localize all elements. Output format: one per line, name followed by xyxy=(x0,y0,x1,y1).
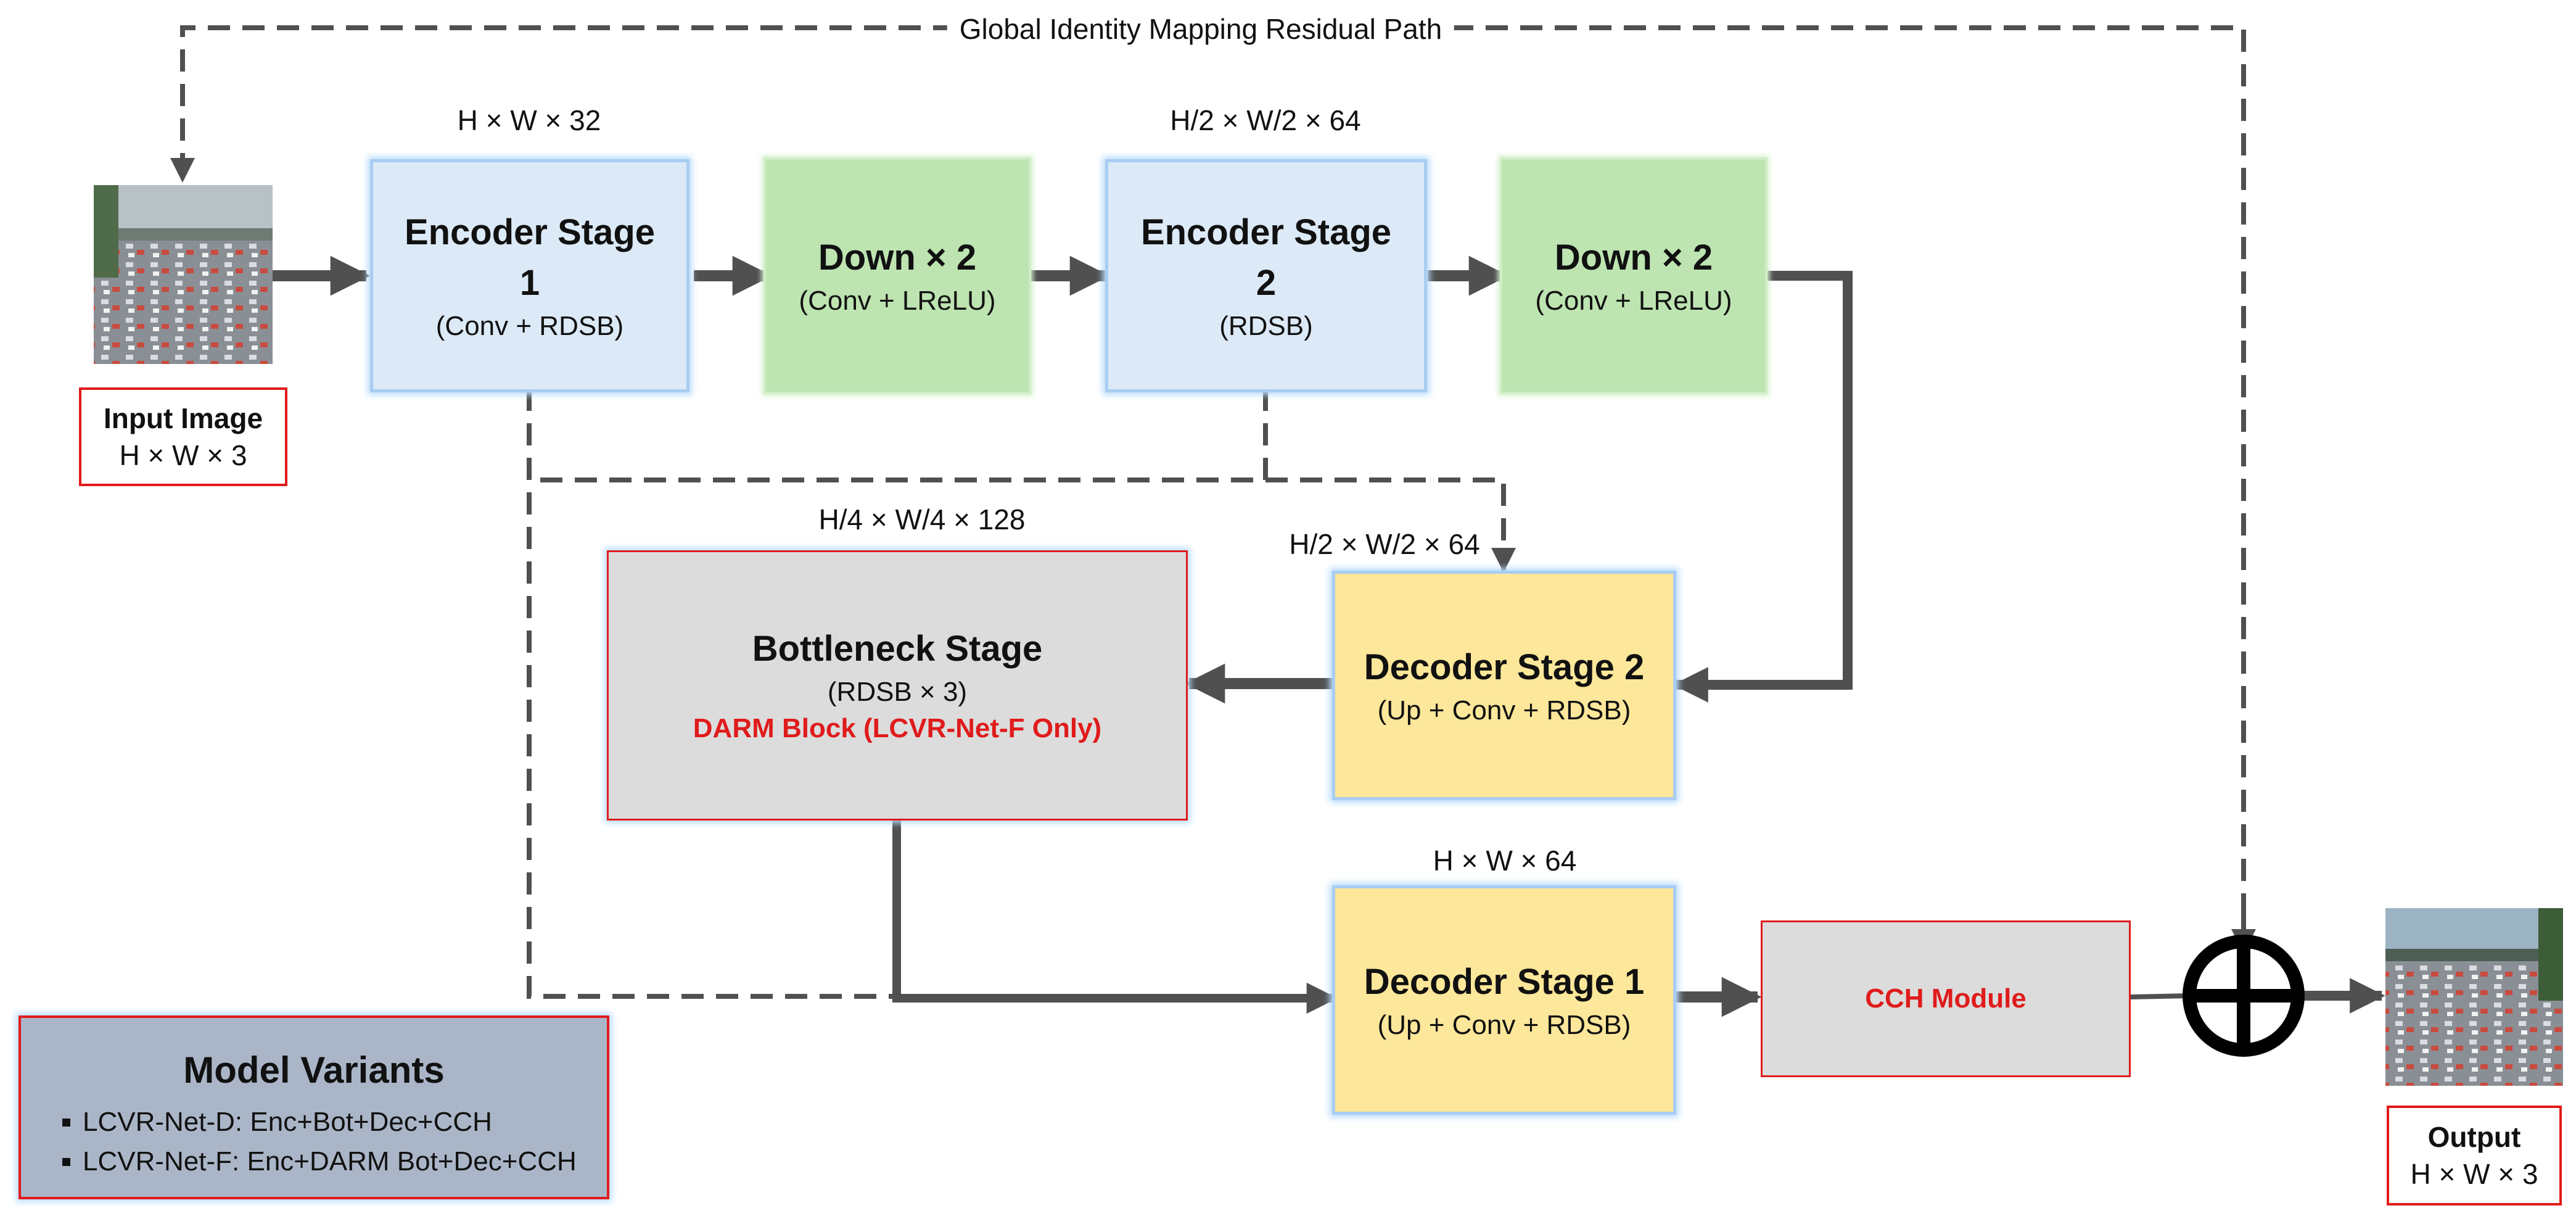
model-variant-item: LCVR-Net-D: Enc+Bot+Dec+CCH xyxy=(83,1102,607,1142)
encoder2-title-line2: 2 xyxy=(1256,263,1277,303)
input-caption: Input Image H × W × 3 xyxy=(79,387,287,486)
residual-path-label: Global Identity Mapping Residual Path xyxy=(947,12,1455,46)
encoder2-subtitle: (RDSB) xyxy=(1219,311,1313,341)
input-dims: H × W × 3 xyxy=(119,439,247,471)
encoder1-dims: H × W × 32 xyxy=(457,104,601,136)
cch-module[interactable]: CCH Module xyxy=(1761,920,2131,1077)
output-dims: H × W × 3 xyxy=(2410,1158,2538,1190)
cch-title: CCH Module xyxy=(1865,983,2027,1014)
skip-encoder2-to-decoder2 xyxy=(529,389,1268,482)
decoder-stage-2[interactable]: Decoder Stage 2 (Up + Conv + RDSB) xyxy=(1332,571,1676,800)
bottleneck-darm-note: DARM Block (LCVR-Net-F Only) xyxy=(693,713,1102,743)
decoder2-dims: H/2 × W/2 × 64 xyxy=(1289,528,1480,560)
model-variants-panel: Model Variants LCVR-Net-D: Enc+Bot+Dec+C… xyxy=(19,1015,609,1199)
encoder1-title-line1: Encoder Stage xyxy=(404,212,656,252)
down1-title: Down × 2 xyxy=(818,238,977,278)
input-image-thumbnail xyxy=(94,185,273,364)
downsample-block-1[interactable]: Down × 2 (Conv + LReLU) xyxy=(763,157,1031,394)
model-variant-item: LCVR-Net-F: Enc+DARM Bot+Dec+CCH xyxy=(83,1142,607,1181)
skip-encoder2-into-decoder2 xyxy=(1265,478,1516,573)
downsample-block-2[interactable]: Down × 2 (Conv + LReLU) xyxy=(1500,157,1767,394)
decoder1-dims: H × W × 64 xyxy=(1433,845,1577,877)
decoder2-title: Decoder Stage 2 xyxy=(1364,647,1645,687)
bottleneck-subtitle: (RDSB × 3) xyxy=(827,677,968,707)
output-caption: Output H × W × 3 xyxy=(2387,1106,2562,1205)
bottleneck-stage[interactable]: Bottleneck Stage (RDSB × 3) DARM Block (… xyxy=(607,550,1188,821)
arrow-bottleneck-to-decoder1 xyxy=(892,821,1338,1014)
encoder-stage-1[interactable]: Encoder Stage 1 (Conv + RDSB) xyxy=(370,159,689,392)
bottleneck-title: Bottleneck Stage xyxy=(752,629,1043,669)
down1-subtitle: (Conv + LReLU) xyxy=(799,286,996,316)
output-image-thumbnail xyxy=(2385,908,2563,1086)
arrow-cch-to-sum xyxy=(2130,993,2190,999)
sum-operator-icon xyxy=(2183,935,2305,1057)
model-variants-list: LCVR-Net-D: Enc+Bot+Dec+CCH LCVR-Net-F: … xyxy=(21,1102,607,1181)
output-title: Output xyxy=(2427,1121,2521,1153)
encoder1-subtitle: (Conv + RDSB) xyxy=(435,311,624,341)
decoder1-subtitle: (Up + Conv + RDSB) xyxy=(1377,1010,1631,1040)
encoder2-title-line1: Encoder Stage xyxy=(1140,212,1392,252)
down2-subtitle: (Conv + LReLU) xyxy=(1535,286,1732,316)
decoder-stage-1[interactable]: Decoder Stage 1 (Up + Conv + RDSB) xyxy=(1332,885,1676,1115)
encoder1-title-line2: 1 xyxy=(519,263,540,303)
down2-title: Down × 2 xyxy=(1554,238,1713,278)
skip-encoder1-to-decoder1 xyxy=(527,389,897,999)
decoder2-subtitle: (Up + Conv + RDSB) xyxy=(1377,695,1631,726)
decoder1-title: Decoder Stage 1 xyxy=(1364,962,1645,1002)
model-variants-title: Model Variants xyxy=(183,1049,445,1091)
arrow-down2-to-decoder2 xyxy=(1673,271,1853,703)
bottleneck-dims: H/4 × W/4 × 128 xyxy=(818,503,1026,536)
input-title: Input Image xyxy=(103,402,263,434)
encoder2-dims: H/2 × W/2 × 64 xyxy=(1170,104,1361,136)
encoder-stage-2[interactable]: Encoder Stage 2 (RDSB) xyxy=(1105,159,1427,392)
